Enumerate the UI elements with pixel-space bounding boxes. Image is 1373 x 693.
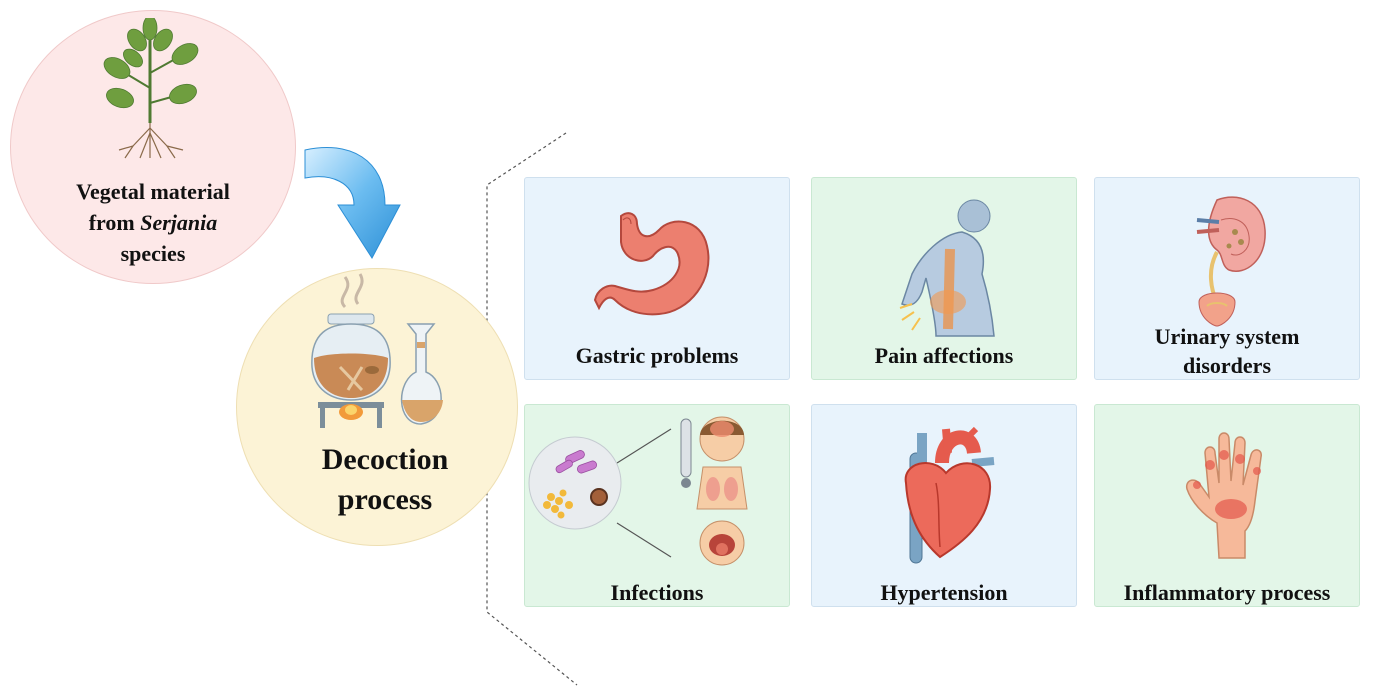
card-label: Urinary system disorders: [1154, 324, 1300, 378]
card-infections: Infections: [524, 404, 790, 607]
card-label: Pain affections: [874, 343, 1014, 368]
kidney-icon: [1196, 196, 1266, 327]
card-label: Gastric problems: [575, 343, 739, 368]
plant-icon: [103, 18, 199, 159]
curved-arrow-icon: [304, 146, 401, 259]
card-inflammatory-process: Inflammatory process: [1094, 404, 1360, 607]
card-label: Hypertension: [880, 580, 1008, 605]
card-label: Inflammatory process: [1123, 580, 1331, 605]
card-pain-affections: Pain affections: [811, 177, 1077, 380]
process-label: Decoction process: [321, 443, 449, 516]
stomach-icon: [593, 212, 710, 316]
source-circle: [10, 10, 296, 284]
decoction-flask-icon: [311, 273, 443, 428]
back-pain-icon: [899, 199, 995, 337]
heart-icon: [904, 426, 995, 564]
card-label: Infections: [610, 580, 704, 605]
inflamed-hand-icon: [1185, 432, 1262, 559]
source-label: Vegetal material from Serjania species: [76, 179, 230, 266]
card-gastric-problems: Gastric problems: [524, 177, 790, 380]
infection-icon: [528, 416, 748, 566]
card-hypertension: Hypertension: [811, 404, 1077, 607]
card-urinary-system-disorders: Urinary system disorders: [1094, 177, 1360, 380]
